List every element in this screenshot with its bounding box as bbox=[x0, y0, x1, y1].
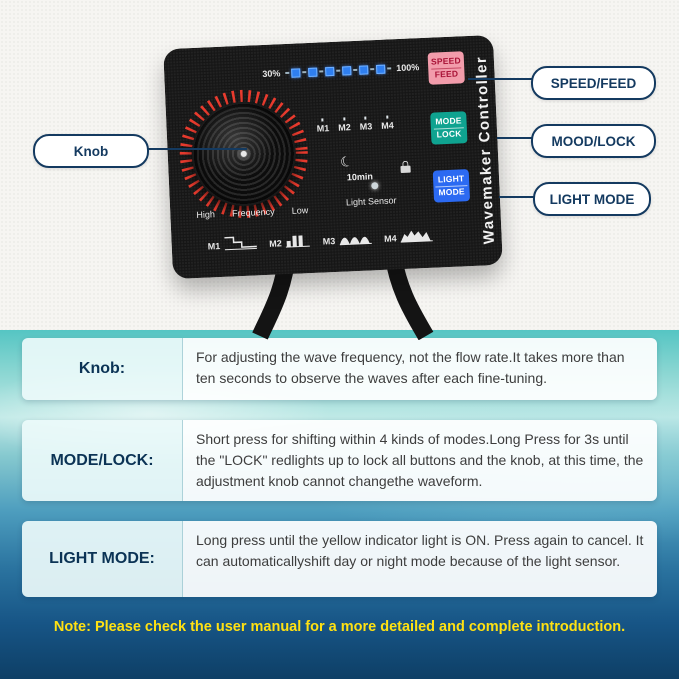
explanation-section: Knob: For adjusting the wave frequency, … bbox=[0, 330, 679, 679]
mode-indicator-led bbox=[386, 115, 389, 119]
led-segment bbox=[308, 67, 318, 77]
speed-feed-button: SPEED FEED bbox=[427, 51, 465, 85]
mode-indicator-led bbox=[321, 118, 324, 122]
led-tick bbox=[387, 67, 392, 70]
device-showcase-section: 30% 100% M1 M2 M3 M4 SPEED FEED MODE LOC… bbox=[0, 0, 679, 340]
led-tick bbox=[319, 70, 324, 73]
mode-label: M2 bbox=[338, 122, 351, 133]
waveform-legend-row: M1 M2 M3 M4 bbox=[207, 223, 493, 252]
waveform-legend-m3: M3 bbox=[322, 228, 372, 247]
percent-high-label: 100% bbox=[395, 62, 420, 74]
timer-label: 10min bbox=[346, 171, 374, 183]
row-label: MODE/LOCK: bbox=[22, 420, 183, 501]
mode-indicator: M2 bbox=[338, 117, 351, 133]
led-segment bbox=[325, 66, 335, 76]
light-mode-button: LIGHT MODE bbox=[432, 169, 471, 203]
led-tick bbox=[336, 69, 341, 72]
mode-label: M4 bbox=[381, 120, 394, 131]
table-row-knob: Knob: For adjusting the wave frequency, … bbox=[22, 338, 657, 400]
light-sensor-led bbox=[371, 182, 379, 190]
percent-low-label: 30% bbox=[262, 68, 281, 79]
lock-icon bbox=[400, 165, 411, 174]
mode-lock-button-line2: LOCK bbox=[433, 126, 465, 141]
wave-label: M4 bbox=[383, 233, 397, 244]
led-segment bbox=[376, 64, 386, 74]
light-mode-callout-line bbox=[499, 196, 535, 198]
mode-indicator-led bbox=[364, 116, 367, 120]
mode-indicator: M4 bbox=[381, 115, 394, 131]
mode-label: M3 bbox=[359, 121, 373, 132]
explanation-table: Knob: For adjusting the wave frequency, … bbox=[0, 330, 679, 635]
knob-callout-line bbox=[143, 148, 247, 150]
led-tick bbox=[285, 71, 290, 74]
mode-indicator-led bbox=[343, 117, 346, 121]
mood-lock-callout-line bbox=[497, 137, 533, 139]
footnote: Note: Please check the user manual for a… bbox=[53, 619, 626, 635]
mode-label: M1 bbox=[316, 123, 330, 134]
led-tick bbox=[302, 71, 307, 74]
mode-indicator: M1 bbox=[316, 118, 329, 134]
led-tick bbox=[370, 68, 375, 71]
wave-m3-humps-icon bbox=[339, 236, 372, 246]
speed-feed-callout-line bbox=[468, 78, 532, 80]
led-segment bbox=[359, 64, 369, 75]
wave-label: M1 bbox=[207, 241, 221, 252]
row-text: For adjusting the wave frequency, not th… bbox=[183, 338, 657, 400]
speed-feed-button-line2: FEED bbox=[431, 66, 462, 81]
led-segment bbox=[342, 65, 352, 76]
led-tick bbox=[353, 68, 358, 72]
waveform-legend-m2: M2 bbox=[269, 231, 311, 249]
mode-indicator-row: M1 M2 M3 M4 bbox=[316, 115, 394, 134]
frequency-label: Frequency bbox=[231, 206, 275, 219]
wave-label: M3 bbox=[322, 235, 336, 247]
waveform-legend-m4: M4 bbox=[384, 226, 434, 244]
knob-tick-ring bbox=[179, 89, 308, 218]
table-row-mode-lock: MODE/LOCK: Short press for shifting with… bbox=[22, 420, 657, 501]
high-label: High bbox=[196, 209, 216, 221]
wave-m4-jagged-icon bbox=[400, 230, 433, 243]
wave-m2-bars-icon bbox=[285, 235, 310, 248]
mode-indicator: M3 bbox=[359, 116, 372, 132]
row-label: Knob: bbox=[22, 338, 183, 400]
led-segment bbox=[291, 67, 301, 78]
light-mode-callout: LIGHT MODE bbox=[533, 182, 651, 216]
mood-lock-callout: MOOD/LOCK bbox=[531, 124, 656, 158]
moon-icon: ☾ bbox=[337, 151, 355, 171]
table-row-light-mode: LIGHT MODE: Long press until the yellow … bbox=[22, 521, 657, 597]
waveform-legend-m1: M1 bbox=[207, 233, 257, 252]
light-sensor-label: Light Sensor bbox=[345, 195, 397, 208]
wave-label: M2 bbox=[269, 238, 282, 249]
wave-m1-stair-icon bbox=[223, 236, 257, 251]
knob-callout: Knob bbox=[33, 134, 149, 168]
speed-feed-callout: SPEED/FEED bbox=[531, 66, 656, 100]
row-text: Long press until the yellow indicator li… bbox=[183, 521, 657, 597]
wavemaker-controller-device: 30% 100% M1 M2 M3 M4 SPEED FEED MODE LOC… bbox=[163, 34, 503, 280]
mode-lock-button: MODE LOCK bbox=[430, 111, 468, 145]
led-cells bbox=[285, 64, 392, 78]
light-mode-button-line2: MODE bbox=[435, 184, 469, 199]
low-label: Low bbox=[291, 205, 309, 216]
row-text: Short press for shifting within 4 kinds … bbox=[183, 420, 657, 501]
row-label: LIGHT MODE: bbox=[22, 521, 183, 597]
intensity-led-bar: 30% 100% bbox=[262, 62, 419, 79]
